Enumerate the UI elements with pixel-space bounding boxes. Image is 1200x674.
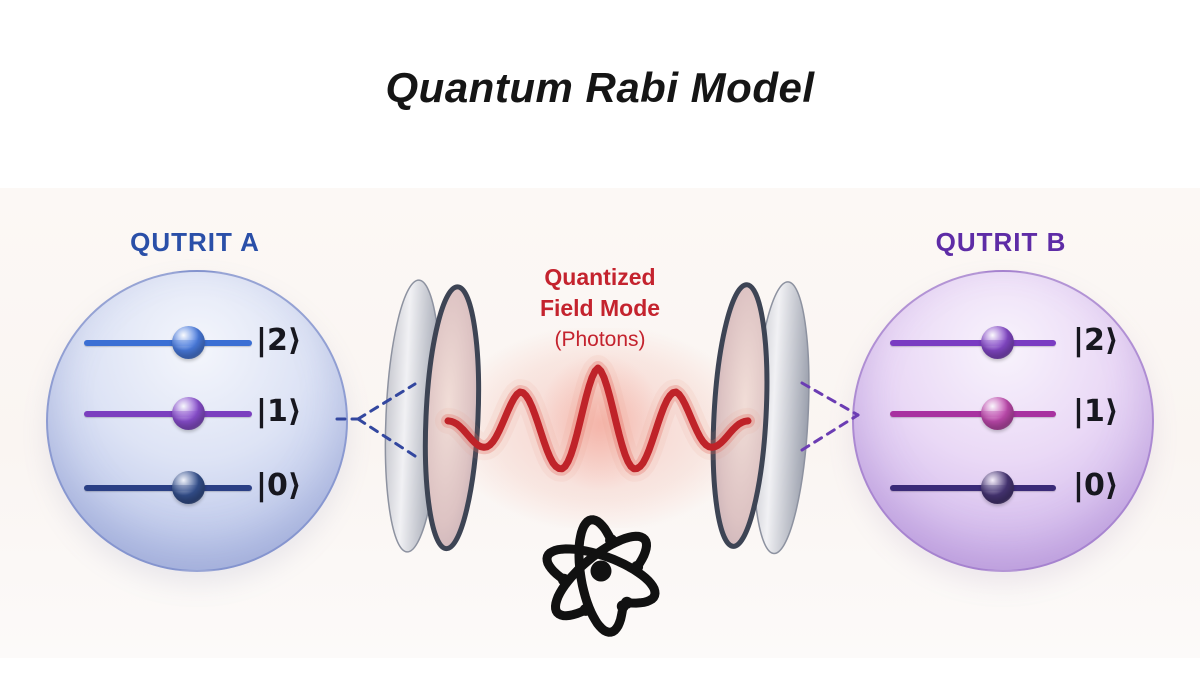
ket-label: |1⟩ xyxy=(256,394,302,429)
energy-level-a0: |0⟩ xyxy=(84,468,344,505)
coupling-dashes-right xyxy=(800,381,860,452)
level-line xyxy=(890,485,1056,491)
right-mirror xyxy=(710,281,810,555)
energy-level-b2: |2⟩ xyxy=(890,323,1150,360)
energy-level-a1: |1⟩ xyxy=(84,394,344,431)
ket-label: |1⟩ xyxy=(1073,394,1119,429)
field-mode-line1: Quantized xyxy=(544,264,656,290)
electron-ball xyxy=(981,326,1014,359)
left-mirror xyxy=(384,279,482,553)
level-line xyxy=(84,485,252,491)
energy-level-b1: |1⟩ xyxy=(890,394,1150,431)
photon-wave-halo xyxy=(435,355,761,482)
atom-icon xyxy=(542,515,660,637)
field-mode-line3: (Photons) xyxy=(554,328,646,351)
level-line xyxy=(84,411,252,417)
electron-ball xyxy=(172,397,205,430)
diagram-title: Quantum Rabi Model xyxy=(385,64,815,111)
energy-level-a2: |2⟩ xyxy=(84,323,344,360)
electron-ball xyxy=(172,326,205,359)
ket-label: |0⟩ xyxy=(1073,468,1119,503)
field-mode-label: Quantized Field Mode (Photons) xyxy=(470,262,730,355)
electron-ball xyxy=(981,471,1014,504)
energy-level-b0: |0⟩ xyxy=(890,468,1150,505)
ket-label: |2⟩ xyxy=(256,323,302,358)
ket-label: |0⟩ xyxy=(256,468,302,503)
level-line xyxy=(890,340,1056,346)
level-line xyxy=(84,340,252,346)
field-mode-line2: Field Mode xyxy=(539,295,661,321)
qutrit-a-label: QUTRIT A xyxy=(130,227,260,257)
level-line xyxy=(890,411,1056,417)
qutrit-b-label: QUTRIT B xyxy=(935,227,1067,257)
electron-ball xyxy=(172,471,205,504)
ket-label: |2⟩ xyxy=(1073,323,1119,358)
coupling-dashes-left xyxy=(335,382,417,458)
photon-wave xyxy=(444,364,752,473)
electron-ball xyxy=(981,397,1014,430)
